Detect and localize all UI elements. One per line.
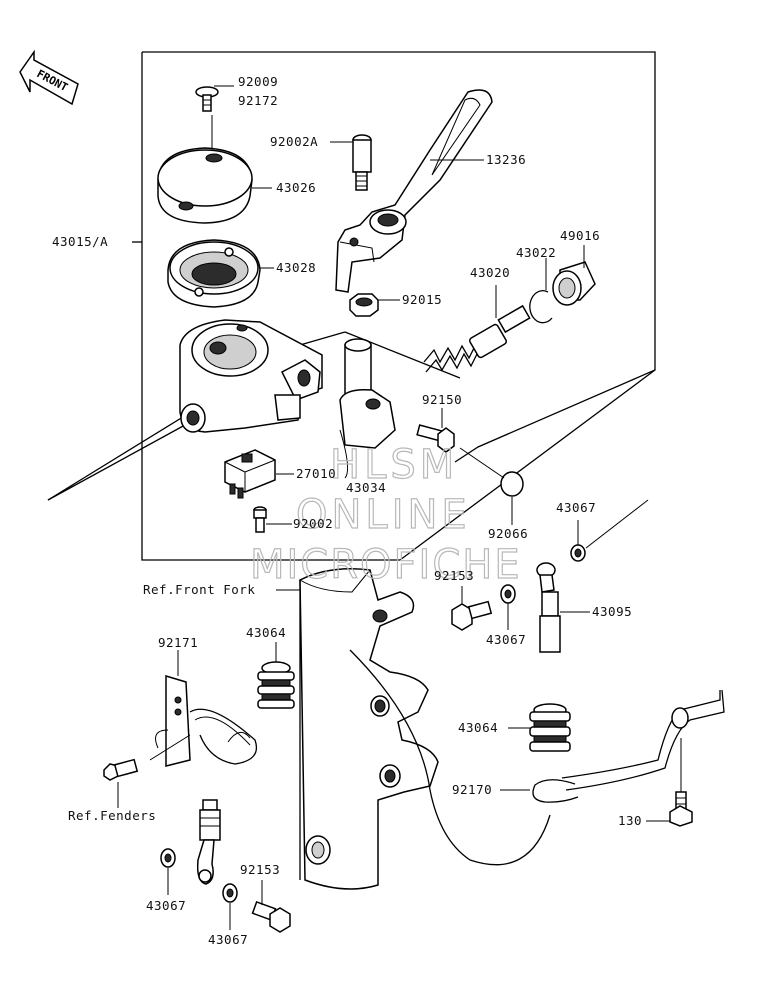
banjo-bolt-icon xyxy=(451,586,493,631)
part-number-43064-right: 43064 xyxy=(458,720,498,735)
watermark-line-2: ONLINE xyxy=(296,492,471,538)
part-number-43067-middle: 43067 xyxy=(486,632,526,647)
part-number-92170: 92170 xyxy=(452,782,492,797)
front-fork-icon xyxy=(276,568,551,890)
part-number-43034: 43034 xyxy=(346,480,386,495)
part-number-92172: 92172 xyxy=(238,93,278,108)
part-number-92015: 92015 xyxy=(402,292,442,307)
circlip-icon xyxy=(529,258,553,324)
front-arrow-icon: FRONT xyxy=(19,49,79,106)
grommet-icon xyxy=(508,703,571,752)
brake-switch-icon xyxy=(224,449,294,499)
cover-screw-icon xyxy=(195,85,234,155)
guide-bolt-icon xyxy=(646,738,693,827)
fender-bolt-icon xyxy=(103,758,139,808)
hose-guide-icon xyxy=(500,689,725,803)
lever-nut-icon xyxy=(349,293,400,317)
part-number-92002a: 92002A xyxy=(270,134,318,149)
part-number-27010: 27010 xyxy=(296,466,336,481)
washer-icon xyxy=(160,848,176,895)
part-number-92153-lower: 92153 xyxy=(240,862,280,877)
part-number-92066: 92066 xyxy=(488,526,528,541)
part-number-130: 130 xyxy=(618,813,642,828)
part-number-92153-upper: 92153 xyxy=(434,568,474,583)
part-number-43015a: 43015/A xyxy=(52,234,108,249)
hose-line-icon xyxy=(149,708,258,765)
part-number-92150: 92150 xyxy=(422,392,462,407)
washer-icon xyxy=(500,584,516,630)
brake-hose-icon xyxy=(536,562,590,653)
dust-boot-icon xyxy=(552,245,596,306)
clamp-bolt-icon xyxy=(416,408,455,453)
reservoir-cap-icon xyxy=(157,147,272,224)
part-number-43067-lower-right: 43067 xyxy=(208,932,248,947)
part-number-43064-left: 43064 xyxy=(246,625,286,640)
piston-spring-icon xyxy=(423,285,531,373)
watermark-line-3: MICROFICHE xyxy=(250,542,522,588)
handlebar-clamp-icon xyxy=(339,338,396,479)
part-number-43026: 43026 xyxy=(276,180,316,195)
part-number-92171: 92171 xyxy=(158,635,198,650)
part-number-92002: 92002 xyxy=(293,516,333,531)
ref-fenders-label: Ref.Fenders xyxy=(68,808,156,823)
master-cylinder-body-icon xyxy=(179,319,323,433)
pivot-bolt-icon xyxy=(330,134,372,191)
part-number-43020: 43020 xyxy=(470,265,510,280)
ref-front-fork-label: Ref.Front Fork xyxy=(143,582,255,597)
hose-bracket-icon xyxy=(155,650,191,767)
washer-icon xyxy=(222,883,238,930)
switch-screw-icon xyxy=(253,506,292,533)
washer-icon xyxy=(570,499,649,562)
part-number-43022: 43022 xyxy=(516,245,556,260)
diaphragm-icon xyxy=(167,239,274,308)
part-number-13236: 13236 xyxy=(486,152,526,167)
brake-lever-icon xyxy=(335,89,493,293)
rubber-cap-icon xyxy=(459,447,524,525)
part-number-43067-upper: 43067 xyxy=(556,500,596,515)
watermark-line-1: HLSM xyxy=(330,442,458,488)
part-number-43095: 43095 xyxy=(592,604,632,619)
part-number-43028: 43028 xyxy=(276,260,316,275)
lower-hose-fitting-icon xyxy=(196,799,221,885)
grommet-icon xyxy=(257,642,295,709)
part-number-43067-lower-left: 43067 xyxy=(146,898,186,913)
part-number-49016: 49016 xyxy=(560,228,600,243)
banjo-bolt-icon xyxy=(251,880,291,933)
part-number-92009: 92009 xyxy=(238,74,278,89)
watermark: HLSM ONLINE MICROFICHE xyxy=(249,441,522,588)
